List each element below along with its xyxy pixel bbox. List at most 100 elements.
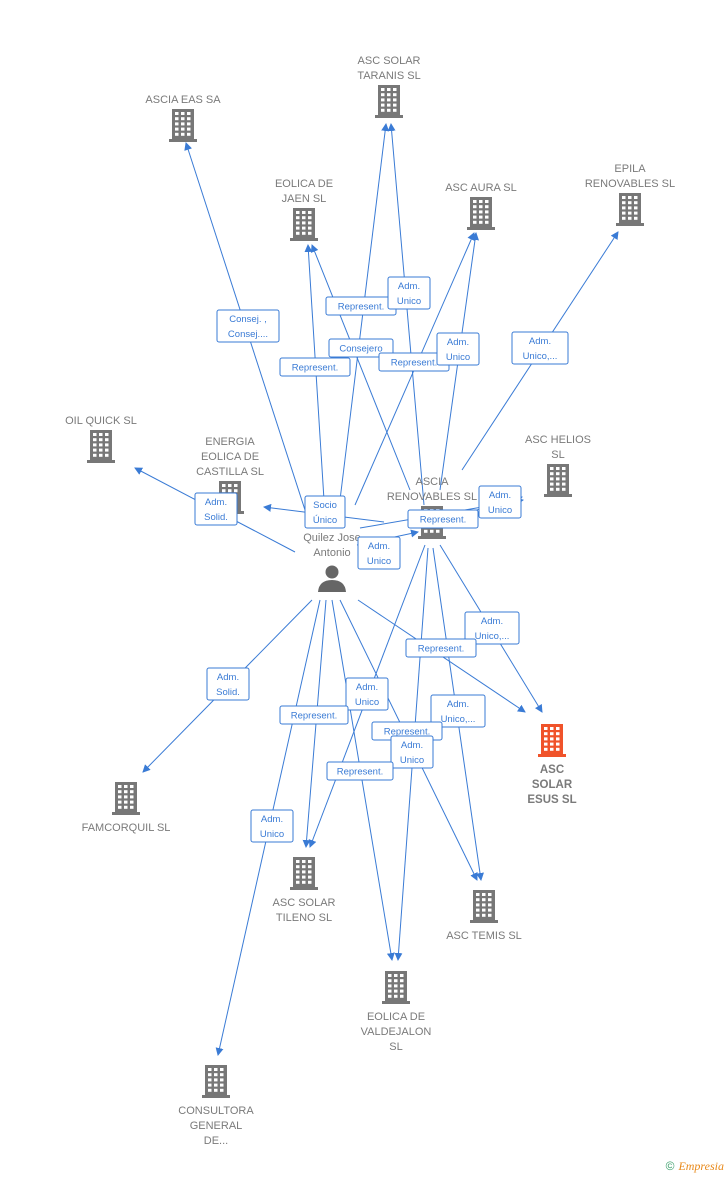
edge-label-text: Unico [260,829,284,840]
building-icon [538,724,566,757]
edge-label-ascia_renovables-to-asc_solar_taranis[interactable]: Adm.Unico [387,276,431,310]
edge-label-box [405,638,477,658]
edge-label-ascia_renovables-to-eolica_valdejalon[interactable]: Adm. Unico [390,735,434,769]
node-ascia_eas[interactable]: ASCIA EAS SA [145,94,221,142]
building-icon [616,193,644,226]
edge-label-text: Unico [355,697,379,708]
edge-label-person-to-ascia_renovables[interactable]: Adm.Unico [357,536,401,570]
edge-label-ascia_renovables-to-asc_helios[interactable]: Adm.Unico [478,485,522,519]
edge-label-box [279,357,351,377]
building-icon [290,857,318,890]
node-label: EOLICA DE [201,451,259,463]
edge-label-text: Único [313,515,337,526]
edge-ascia_renovables-to-eolica_jaen [310,244,411,491]
edge-label-ascia_renovables-to-asc_solar_tileno[interactable]: Adm.Unico [345,677,389,711]
node-consultora[interactable]: CONSULTORAGENERALDE... [178,1065,254,1147]
edge-label-box [250,809,294,843]
edge-label-box [430,694,486,728]
node-oil_quick[interactable]: OIL QUICK SL [65,415,137,463]
edge-label-text: Unico [400,755,424,766]
edge-label-text: Represent. [420,515,466,526]
node-asc_temis[interactable]: ASC TEMIS SL [446,890,522,942]
edge-label-box [279,705,349,725]
edge-label-text: Unico [446,352,470,363]
node-label: CASTILLA SL [196,466,264,478]
edge-label-ascia_renovables-to-epila[interactable]: Adm.Unico,... [511,331,569,365]
node-label: ASC SOLAR [358,55,421,67]
node-label: Quilez Jose [303,532,360,544]
edge-label-text: Adm. [447,337,469,348]
brand-name: Empresia [678,1159,724,1173]
building-icon [382,971,410,1004]
edge-label-text: Consej.... [228,329,268,340]
edge-label-ascia_renovables-to-asc_solar_esus[interactable]: Adm.Unico,... [464,611,520,645]
edge-label-text: Represent. [291,711,337,722]
node-asc_solar_esus[interactable]: ASC SOLAR ESUS SL [527,724,577,806]
node-label: ASCIA EAS SA [145,94,221,106]
building-icon [290,208,318,241]
building-icon [467,197,495,230]
building-icon [544,464,572,497]
edge-label-box [194,492,238,526]
edge-label-ascia_renovables-to-eolica_jaen[interactable]: Consejero [328,338,394,358]
edge-label-person-to-asc_solar_esus[interactable]: Represent. [405,638,477,658]
edge-label-box [216,309,280,343]
edge-label-person-to-famcorquil[interactable]: Adm.Solid. [206,667,250,701]
node-label: ASC TEMIS SL [446,930,522,942]
edge-label-person-to-eolica_jaen[interactable]: Represent. [279,357,351,377]
node-asc_aura[interactable]: ASC AURA SL [445,182,517,230]
footer-brand[interactable]: ©Empresia [666,1159,724,1174]
edge-ascia_renovables-to-asc_solar_taranis [387,123,425,506]
node-label: TILENO SL [276,912,332,924]
copyright-symbol: © [665,1159,675,1173]
edge-label-text: Unico [367,556,391,567]
node-label: Antonio [313,547,350,559]
edge-label-person-to-eolica_valdejalon[interactable]: Represent. [326,761,394,781]
node-famcorquil[interactable]: FAMCORQUIL SL [82,782,171,834]
edge-label-text: Adm. [401,740,423,751]
edge-label-text: Unico [397,296,421,307]
edge-label-person-to-oil_quick[interactable]: Adm.Solid. [194,492,238,526]
edge-label-person-to-asc_helios[interactable]: Represent. [407,509,479,529]
node-label: ASC HELIOS [525,434,591,446]
edge-label-person-to-ascia_eas[interactable]: Consej. ,Consej.... [216,309,280,343]
edge-label-text: Represent. [337,767,383,778]
edge-label-ascia_renovables-to-asc_aura[interactable]: Adm. Unico [436,332,480,366]
node-label: ASC AURA SL [445,182,517,194]
edge-label-text: Unico,... [475,631,510,642]
edge-label-text: Adm. [489,490,511,501]
edge-label-box [304,495,346,529]
edge-label-box [206,667,250,701]
node-label: FAMCORQUIL SL [82,822,171,834]
edge-labels-layer: Consej. ,Consej....Represent.Adm.UnicoRe… [194,276,569,843]
edge-label-box [478,485,522,519]
edge-label-person-to-asc_solar_taranis[interactable]: Represent. [325,296,397,316]
edge-label-text: Adm. [217,672,239,683]
node-label: SL [389,1041,402,1053]
edge-label-box [390,735,434,769]
building-icon [202,1065,230,1098]
edge-label-box [326,761,394,781]
edge-label-person-to-asc_solar_tileno[interactable]: Represent. [279,705,349,725]
edge-label-text: Adm. [205,497,227,508]
node-label: ESUS SL [527,794,576,806]
node-label: CONSULTORA [178,1105,254,1117]
edge-label-text: Unico,... [441,714,476,725]
edge-label-person-to-consultora[interactable]: Adm.Unico [250,809,294,843]
node-label: SOLAR [532,779,573,791]
edge-label-text: Represent. [391,358,437,369]
edge-label-text: Represent. [338,302,384,313]
node-label: JAEN SL [282,193,327,205]
edge-label-ascia_renovables-to-asc_temis[interactable]: Adm.Unico,... [430,694,486,728]
node-label: ASC [540,764,564,776]
edge-label-text: Represent. [384,727,430,738]
